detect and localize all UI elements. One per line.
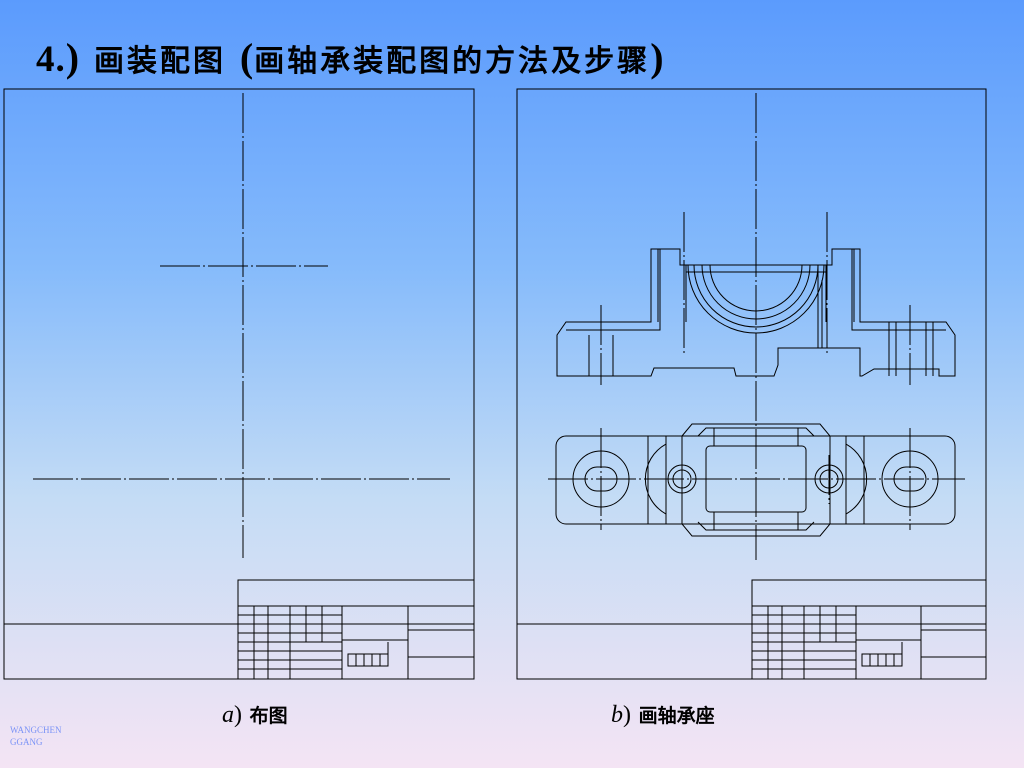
caption-a-letter: a (222, 702, 234, 728)
caption-b-letter: b (611, 702, 623, 728)
bearing-front-view (556, 248, 956, 377)
caption-b-paren: ) (623, 702, 631, 728)
caption-b-label: 画轴承座 (638, 705, 715, 727)
title-text: 画装配图 (93, 44, 226, 79)
top-view-outline (555, 435, 956, 525)
watermark-line-1: WANGCHEN (10, 725, 62, 735)
caption-a: a) 布图 (222, 700, 288, 729)
panel-b-title-block (517, 579, 987, 680)
title-number: 4. (36, 39, 66, 80)
subtitle-close-paren: ) (650, 35, 665, 80)
top-view-bearing-cap (705, 445, 807, 513)
bearing-bore-arc-inner (709, 264, 803, 312)
right-pin-hole (814, 464, 844, 494)
title-close-paren: ) (65, 35, 81, 80)
caption-a-paren: ) (234, 702, 242, 728)
front-view-outline (556, 248, 956, 377)
right-bolt-slot (893, 466, 927, 492)
caption-b: b) 画轴承座 (611, 700, 715, 729)
bearing-top-view (555, 423, 956, 537)
left-bolt-slot (584, 466, 618, 492)
slide-title: 4.) 画装配图 (画轴承装配图的方法及步骤) (36, 34, 665, 81)
title-subtitle: 画轴承装配图的方法及步骤 (254, 44, 651, 79)
panel-b-bearing-seat (516, 88, 987, 680)
caption-a-label: 布图 (249, 705, 288, 727)
left-pin-hole (667, 464, 697, 494)
watermark-line-2: GGANG (10, 737, 43, 747)
panel-a-layout (3, 88, 475, 680)
panel-a-title-block (4, 579, 475, 680)
top-view-central-body (681, 423, 831, 537)
panel-a-border (3, 88, 475, 680)
watermark: WANGCHEN GGANG (10, 724, 62, 748)
panel-a-centerlines (33, 93, 450, 558)
subtitle-open-paren: ( (239, 35, 255, 80)
